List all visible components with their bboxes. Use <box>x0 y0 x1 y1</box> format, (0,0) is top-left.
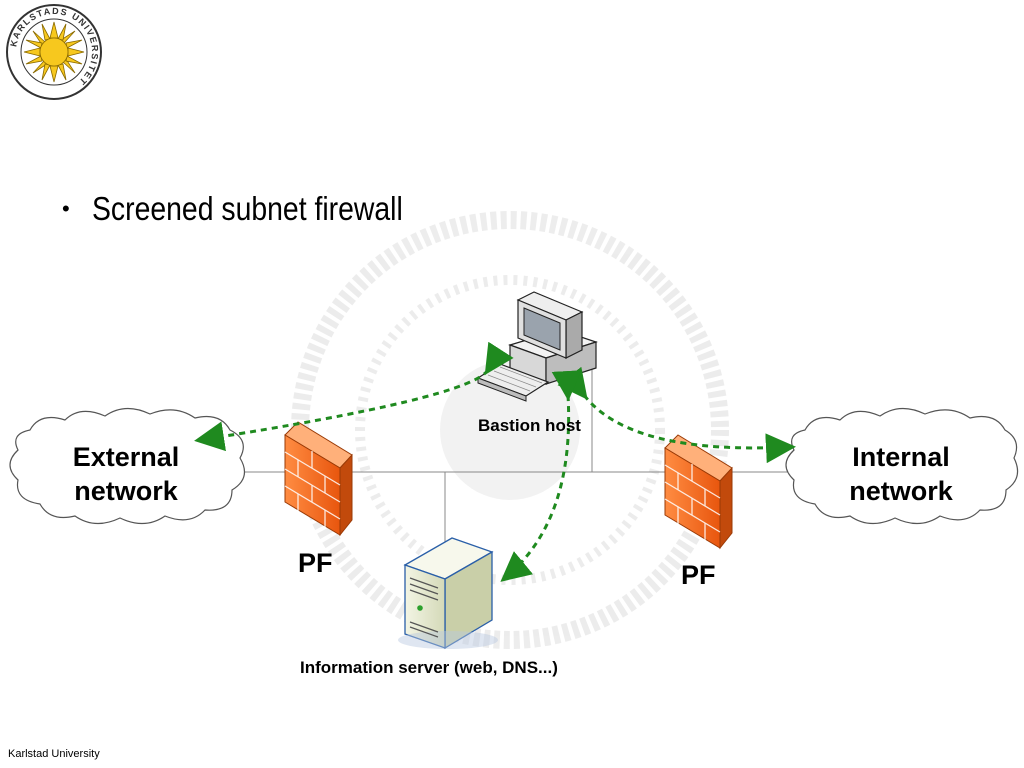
internal-network-cloud-icon <box>785 407 1019 525</box>
left-firewall-label: PF <box>298 548 333 578</box>
bullet-text: Screened subnet firewall <box>91 190 403 227</box>
internal-network-line2: network <box>849 476 953 506</box>
internal-network-line1: Internal <box>852 442 950 472</box>
bullet-point: • Screened subnet firewall <box>62 190 453 228</box>
external-network-line2: network <box>74 476 178 506</box>
arrow-bastion-external <box>194 341 514 452</box>
bastion-host-computer-icon <box>476 291 598 402</box>
left-firewall-icon <box>284 421 353 537</box>
right-firewall-label: PF <box>681 560 716 590</box>
arrow-bastion-server <box>500 370 582 582</box>
information-server-label: Information server (web, DNS...) <box>300 658 558 677</box>
bastion-host-label: Bastion host <box>478 416 581 435</box>
footer-text: Karlstad University <box>8 748 100 760</box>
sun-icon <box>23 21 85 83</box>
internal-network-label: Internal network <box>823 440 979 508</box>
bullet-dot: • <box>62 196 70 221</box>
karlstad-university-logo: KARLSTADS UNIVERSITET <box>6 4 102 100</box>
external-network-cloud-icon <box>9 407 246 525</box>
traffic-arrows <box>194 341 796 582</box>
arrow-bastion-internal <box>557 366 796 464</box>
external-network-line1: External <box>72 442 180 472</box>
external-network-label: External network <box>48 440 204 508</box>
information-server-icon <box>398 537 498 650</box>
